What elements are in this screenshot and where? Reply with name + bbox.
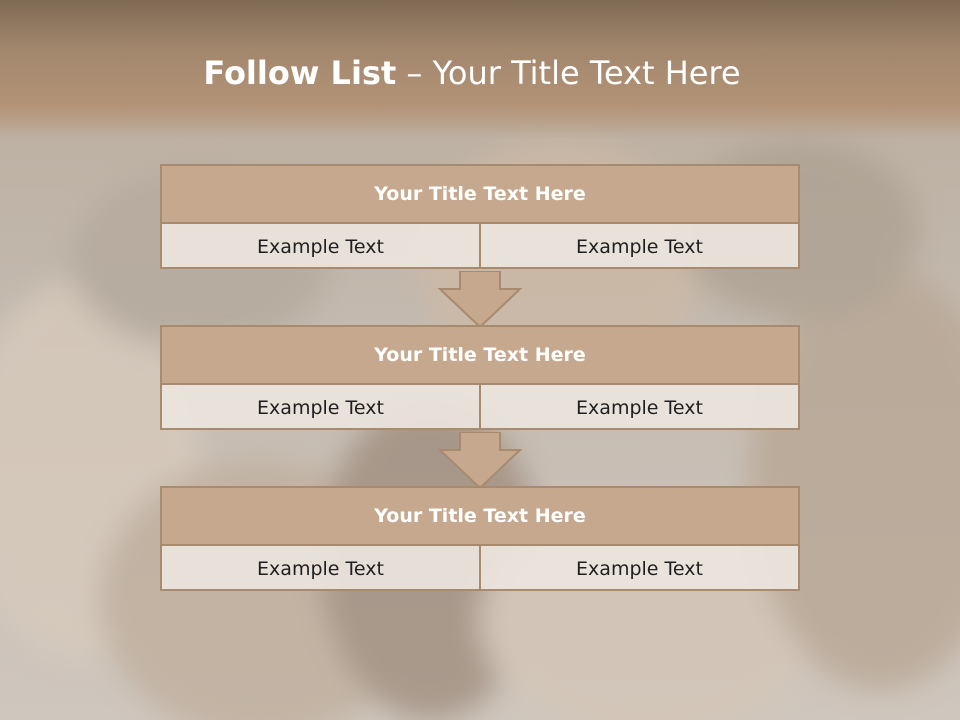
step-1-left-text: Example Text [257,235,384,258]
slide-title-rest: – Your Title Text Here [396,54,741,92]
step-block-2: Your Title Text Here Example Text Exampl… [160,325,800,430]
step-row-2: Example Text Example Text [162,385,798,430]
slide-title: Follow List – Your Title Text Here [0,54,944,92]
step-row-1: Example Text Example Text [162,224,798,269]
step-3-right-text: Example Text [479,546,798,591]
step-title-3: Your Title Text Here [162,488,798,546]
step-title-1: Your Title Text Here [162,166,798,224]
step-block-1: Your Title Text Here Example Text Exampl… [160,164,800,269]
title-band [0,0,960,140]
step-2-right-text: Example Text [479,385,798,430]
step-title-2: Your Title Text Here [162,327,798,385]
slide-title-bold: Follow List [203,54,397,92]
down-arrow-icon [438,432,522,490]
down-arrow-icon [438,271,522,329]
step-block-3: Your Title Text Here Example Text Exampl… [160,486,800,591]
step-row-3: Example Text Example Text [162,546,798,591]
step-1-right-text: Example Text [479,224,798,269]
step-2-left-text: Example Text [257,396,384,419]
step-3-left-text: Example Text [257,557,384,580]
